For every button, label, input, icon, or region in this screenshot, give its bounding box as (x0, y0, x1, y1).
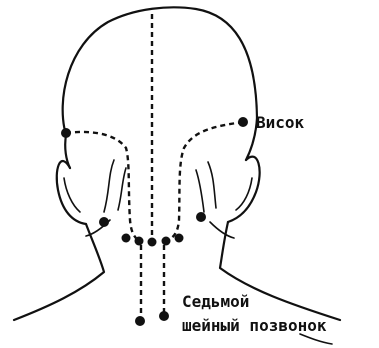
collar-line (300, 334, 332, 344)
point-left-ear (99, 217, 109, 227)
hair-strands (86, 160, 234, 238)
right-ear (228, 157, 260, 222)
point-right-ear (196, 212, 206, 222)
point-base-5 (175, 234, 184, 243)
point-right-temple (238, 117, 248, 127)
temple-label: Висок (256, 113, 305, 132)
point-left-temple (61, 128, 71, 138)
vertebra-label-line1: Седьмой (182, 292, 249, 311)
left-ear (57, 161, 86, 224)
point-base-1 (122, 234, 131, 243)
head-outline (63, 7, 257, 168)
dashed-lines (66, 14, 243, 320)
point-vertebra-right (159, 311, 169, 321)
point-base-2 (135, 237, 144, 246)
right-hairline (166, 122, 243, 241)
vertebra-label-line2: шейный позвонок (182, 316, 327, 335)
point-base-4 (162, 237, 171, 246)
point-base-3 (148, 238, 157, 247)
point-vertebra-left (135, 316, 145, 326)
